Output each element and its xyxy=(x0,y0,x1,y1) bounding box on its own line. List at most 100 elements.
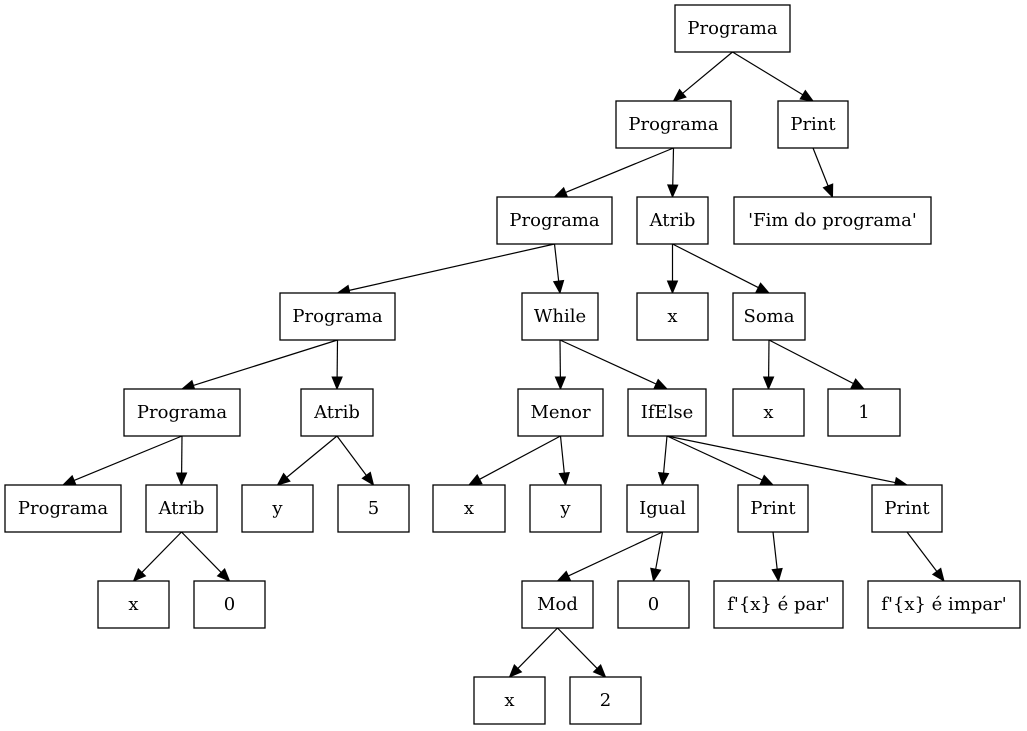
edge-n13-n22 xyxy=(558,435,570,487)
arrowhead-icon xyxy=(552,279,565,295)
edge-n18-n26 xyxy=(132,531,182,582)
edge-n4-n7 xyxy=(336,243,555,296)
node-label: Programa xyxy=(509,210,599,231)
node-programa: Programa xyxy=(279,292,396,341)
arrowhead-icon xyxy=(467,474,483,486)
edge-line xyxy=(662,435,668,474)
node-box xyxy=(4,484,122,533)
edge-line xyxy=(336,435,367,476)
arrowhead-icon xyxy=(850,378,866,390)
edge-n12-n19 xyxy=(276,435,338,486)
edge-line xyxy=(732,51,804,96)
node-box xyxy=(123,388,241,437)
arrowhead-icon xyxy=(931,567,945,583)
node-box xyxy=(300,388,374,437)
arrowhead-icon xyxy=(175,472,188,487)
node-box xyxy=(674,4,791,53)
edge-line xyxy=(682,51,733,94)
edge-line xyxy=(479,435,561,480)
edge-n4-n8 xyxy=(552,243,565,295)
node-menor: Menor xyxy=(517,388,604,437)
node-print: Print xyxy=(777,100,849,149)
edge-n11-n18 xyxy=(175,435,188,487)
node-label: 1 xyxy=(858,402,869,423)
edge-n10-n16 xyxy=(768,339,866,390)
arrowhead-icon xyxy=(331,376,343,391)
edge-n10-n15 xyxy=(762,339,775,391)
node-box xyxy=(827,388,901,437)
edge-line xyxy=(672,243,759,289)
node-label: Programa xyxy=(18,498,108,519)
edge-line xyxy=(906,531,938,572)
edge-n3-n6 xyxy=(812,147,834,199)
edge-line xyxy=(73,435,183,481)
node-label: x xyxy=(128,594,138,615)
node-box xyxy=(626,484,699,533)
node-while: While xyxy=(521,292,599,341)
edge-line xyxy=(568,531,663,577)
edge-n5-n10 xyxy=(672,243,771,294)
node-label: Programa xyxy=(292,306,382,327)
arrowhead-icon xyxy=(216,568,231,582)
node-label: x xyxy=(763,402,773,423)
node-label: 5 xyxy=(368,498,379,519)
node-box xyxy=(241,484,314,533)
edge-n28-n32 xyxy=(508,627,558,678)
node-label: Programa xyxy=(687,18,777,39)
arrowhead-icon xyxy=(759,474,775,486)
node-2: 2 xyxy=(569,676,642,725)
arrowhead-icon xyxy=(508,664,523,678)
node-label: 0 xyxy=(648,594,659,615)
edge-line xyxy=(812,147,829,187)
arrowhead-icon xyxy=(657,472,670,487)
edge-n28-n33 xyxy=(557,627,607,678)
node-box xyxy=(617,580,690,629)
edge-n11-n17 xyxy=(61,435,183,486)
arrowhead-icon xyxy=(132,568,147,582)
node-label: 2 xyxy=(600,690,611,711)
arrowhead-icon xyxy=(771,567,783,583)
edge-line xyxy=(286,435,338,478)
edge-n14-n23 xyxy=(657,435,670,487)
arrowhead-icon xyxy=(61,474,77,486)
arrowhead-icon xyxy=(755,282,771,294)
edge-line xyxy=(559,435,565,474)
node-label: Print xyxy=(750,498,796,519)
edge-line xyxy=(193,339,338,386)
edge-n13-n21 xyxy=(467,435,561,486)
node-igual: Igual xyxy=(626,484,699,533)
edge-line xyxy=(655,531,664,570)
node-label: IfElse xyxy=(641,402,694,423)
node-box xyxy=(733,196,932,245)
node-programa: Programa xyxy=(496,196,613,245)
edge-n2-n5 xyxy=(667,147,679,199)
node-box xyxy=(529,484,602,533)
edge-n18-n27 xyxy=(181,531,231,582)
node-box xyxy=(732,292,806,341)
node-box xyxy=(777,100,849,149)
edge-n25-n31 xyxy=(906,531,945,583)
edge-line xyxy=(181,531,222,573)
node-atrib: Atrib xyxy=(145,484,218,533)
node-programa: Programa xyxy=(674,4,791,53)
node-box xyxy=(496,196,613,245)
node-1: 1 xyxy=(827,388,901,437)
node-label: Igual xyxy=(639,498,686,519)
edge-n12-n20 xyxy=(336,435,375,487)
edge-line xyxy=(768,339,854,385)
edge-n2-n4 xyxy=(553,147,674,198)
node-y: y xyxy=(241,484,314,533)
edge-n7-n11 xyxy=(180,339,338,391)
arrowhead-icon xyxy=(799,89,815,102)
node-box xyxy=(737,484,809,533)
arrowhead-icon xyxy=(276,472,291,486)
node-label: f'{x} é par' xyxy=(727,594,830,615)
node-box xyxy=(732,388,805,437)
edge-n14-n25 xyxy=(666,435,909,489)
node-0: 0 xyxy=(193,580,266,629)
node-label: Atrib xyxy=(158,498,205,519)
node-box xyxy=(473,676,546,725)
node-box xyxy=(615,100,732,149)
node-soma: Soma xyxy=(732,292,806,341)
